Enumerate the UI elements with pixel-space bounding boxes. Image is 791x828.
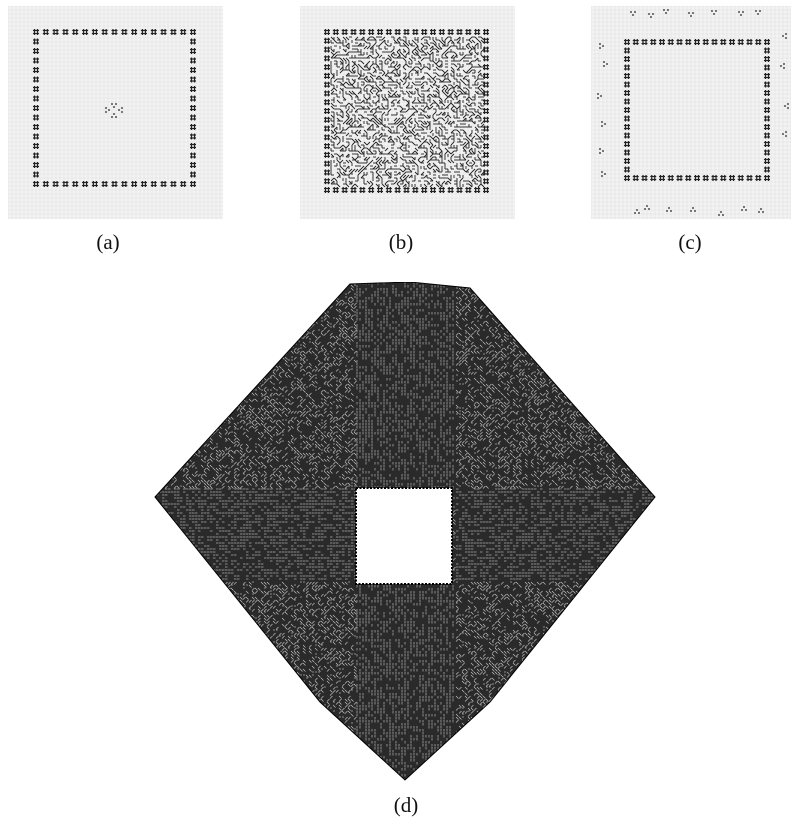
panel-c — [591, 6, 791, 219]
panel-a-grid — [8, 6, 223, 219]
panel-c-grid — [591, 6, 791, 219]
caption-b: (b) — [371, 230, 431, 255]
panel-d — [150, 282, 660, 782]
central-void — [356, 488, 452, 584]
panel-d-diamond — [150, 282, 660, 782]
panel-b — [300, 6, 515, 219]
caption-c: (c) — [660, 230, 720, 255]
panel-b-grid — [300, 6, 515, 219]
panel-a — [8, 6, 223, 219]
caption-a: (a) — [78, 230, 138, 255]
caption-d: (d) — [376, 793, 436, 818]
